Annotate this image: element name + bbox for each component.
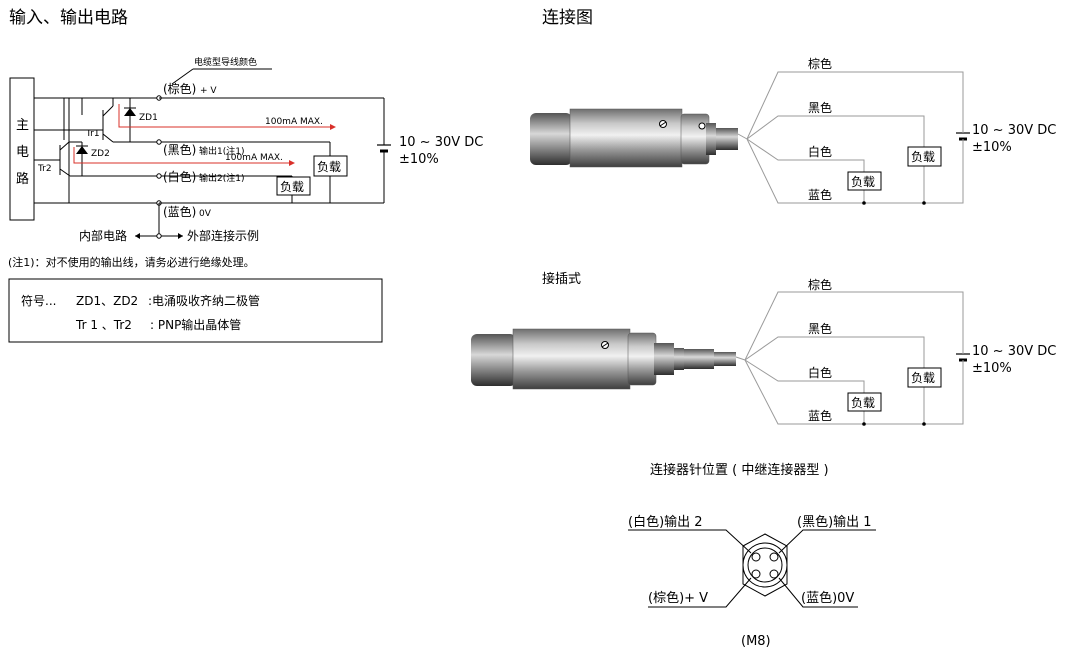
d2-wire-white: 白色	[808, 365, 832, 380]
blue-wire-label: (蓝色)	[163, 205, 196, 219]
d1-wire-brown: 棕色	[808, 56, 832, 71]
d1-wire-blue: 蓝色	[808, 188, 832, 202]
load-1-label: 负载	[317, 160, 341, 174]
d2-wire-brown: 棕色	[808, 277, 832, 292]
tr2-label: Tr2	[37, 164, 52, 174]
external-example-label: 外部连接示例	[187, 228, 259, 243]
load-box-2	[276, 176, 311, 196]
d2-load-1: 负载	[911, 371, 935, 385]
plus-v-label: + V	[200, 86, 217, 96]
main-circuit-char-1: 主	[16, 118, 29, 133]
pin-label-blue-0v: (蓝色)0V	[801, 590, 854, 606]
d2-load-2: 负载	[851, 396, 875, 410]
indicator-led-icon	[698, 122, 706, 130]
plug-type-diagram: 棕色 黑色 白色 蓝色 负载 负载 10 ~ 30V DC ±10%	[471, 277, 1056, 426]
io-circuit-title: 输入、输出电路	[9, 8, 128, 28]
legend-zd-desc: :电涌吸收齐纳二极管	[148, 293, 260, 308]
pin-blue-0v	[769, 569, 779, 579]
current-arrow-2	[73, 147, 289, 164]
d2-load-box-2	[847, 392, 882, 412]
d2-supply-tolerance: ±10%	[972, 361, 1012, 376]
legend-zd-names: ZD1、ZD2	[76, 294, 138, 308]
legend-tr-desc: : PNP输出晶体管	[150, 317, 241, 332]
load-2-label: 负载	[280, 180, 304, 194]
tr1-label: Tr1	[85, 129, 100, 139]
pin-position-title: 连接器针位置 ( 中继连接器型 )	[650, 462, 829, 478]
max-current-2: 100mA MAX.	[225, 153, 283, 163]
io-circuit-section: 输入、输出电路 主 电 路 电缆型导线颜色 Tr1	[8, 8, 483, 343]
main-circuit-box	[9, 77, 35, 221]
connection-title: 连接图	[542, 8, 593, 28]
d1-load-1: 负载	[911, 150, 935, 164]
output1-label: 输出1(注1)	[199, 145, 244, 157]
plug-type-title: 接插式	[542, 271, 581, 287]
d1-wire-white: 白色	[808, 144, 832, 159]
load-box-1	[313, 155, 348, 177]
output2-label: 输出2(注1)	[199, 172, 244, 184]
internal-circuit: Tr1 ZD1 Tr2 ZD2	[34, 97, 158, 204]
supply-tolerance: ±10%	[399, 152, 439, 167]
pin-white-out2	[751, 552, 761, 562]
sensor-body-plug	[471, 328, 736, 390]
d2-load-box-1	[907, 367, 942, 388]
main-circuit-char-3: 路	[16, 171, 29, 187]
connection-section: 连接图 棕色 黑色 白色	[471, 8, 1056, 649]
d1-load-box-1	[907, 146, 942, 167]
current-arrow-1	[118, 104, 330, 128]
pin-label-white-out2: (白色)输出 2	[628, 514, 703, 530]
legend-tr-names: Tr 1 、Tr2	[75, 318, 132, 332]
d1-supply-voltage: 10 ~ 30V DC	[972, 123, 1056, 138]
legend-symbol-label: 符号...	[21, 293, 56, 308]
max-current-1: 100mA MAX.	[265, 117, 323, 127]
model-label: (M8)	[741, 634, 771, 649]
supply-voltage: 10 ~ 30V DC	[399, 135, 483, 150]
cable-type-diagram: 棕色 黑色 白色 蓝色 负载 负载 10 ~ 30V DC ±10%	[530, 56, 1056, 205]
d2-wire-black: 黑色	[808, 322, 832, 336]
symbol-legend-box	[8, 278, 383, 343]
zd2-label: ZD2	[91, 149, 110, 159]
d1-supply-tolerance: ±10%	[972, 140, 1012, 155]
zero-v-label: 0V	[199, 209, 212, 219]
internal-circuit-label: 内部电路	[79, 228, 127, 243]
d1-wire-black: 黑色	[808, 101, 832, 115]
zd1-label: ZD1	[139, 113, 158, 123]
main-circuit-char-2: 电	[16, 145, 29, 160]
d2-supply-voltage: 10 ~ 30V DC	[972, 344, 1056, 359]
note-1: (注1)：对不使用的输出线，请务必进行绝缘处理。	[8, 255, 255, 269]
pin-label-black-out1: (黑色)输出 1	[797, 514, 872, 530]
d1-load-2: 负载	[851, 175, 875, 189]
black-wire-label: (黑色)	[163, 143, 196, 157]
sensor-body-cable	[530, 108, 738, 168]
pin-brown-v	[751, 569, 761, 579]
cable-color-note: 电缆型导线颜色	[194, 56, 257, 68]
pin-label-brown-v: (棕色)+ V	[648, 590, 708, 606]
d1-load-box-2	[847, 171, 882, 191]
d2-wire-blue: 蓝色	[808, 409, 832, 423]
pin-black-out1	[769, 552, 779, 562]
m8-connector-pinout: (白色)输出 2 (黑色)输出 1 (棕色)+ V (蓝色)0V	[628, 514, 876, 608]
brown-wire-label: (棕色)	[163, 81, 196, 96]
